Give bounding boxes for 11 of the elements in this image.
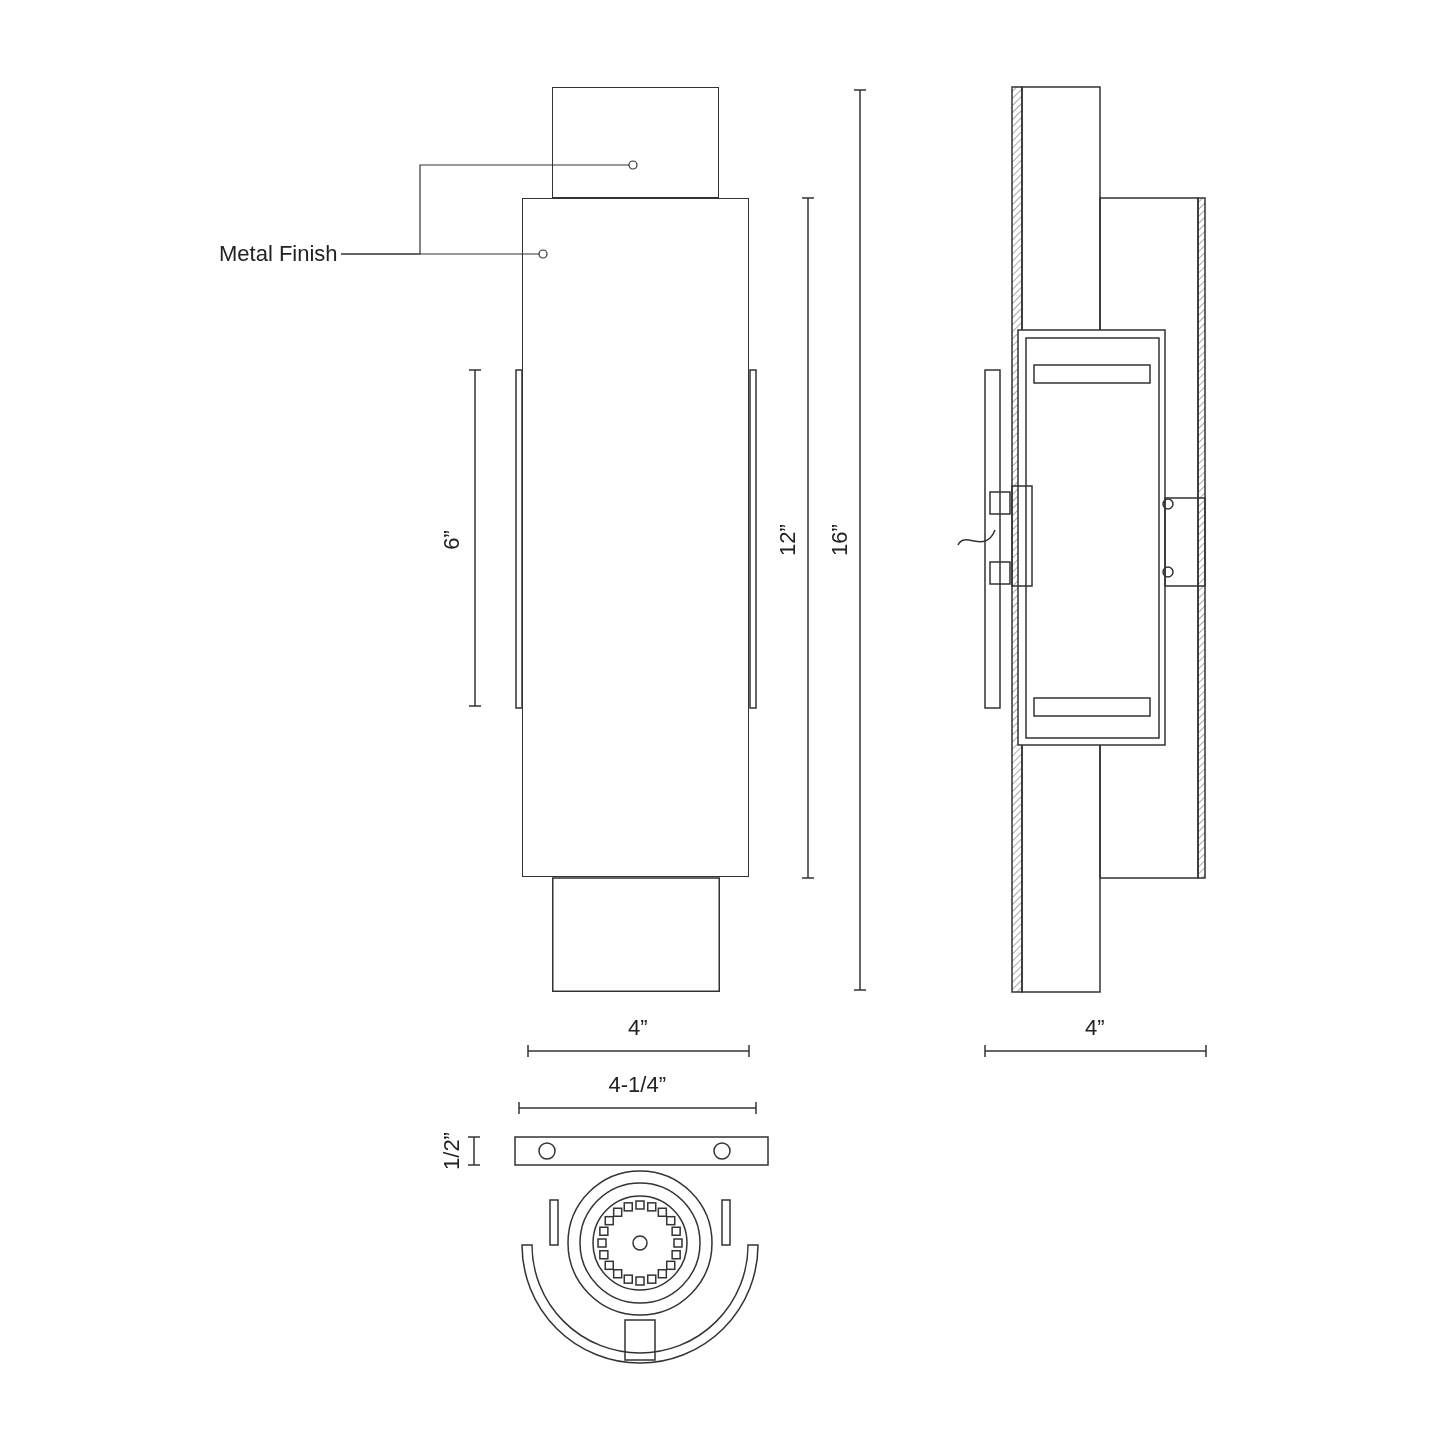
dimension-label: 1/2” [440, 1132, 463, 1170]
leader-line [340, 249, 548, 259]
back-plate [552, 87, 719, 198]
dimension-label: 12” [776, 524, 799, 556]
dimension-label: 4-1/4” [608, 1074, 666, 1096]
dimension-label: 16” [828, 524, 851, 556]
callout-label: Metal Finish [219, 243, 338, 265]
dimension-label: 4” [628, 1017, 648, 1039]
dimension-label: 4” [1085, 1017, 1105, 1039]
dimension-label: 6” [440, 530, 463, 550]
shade-panel [522, 198, 749, 877]
